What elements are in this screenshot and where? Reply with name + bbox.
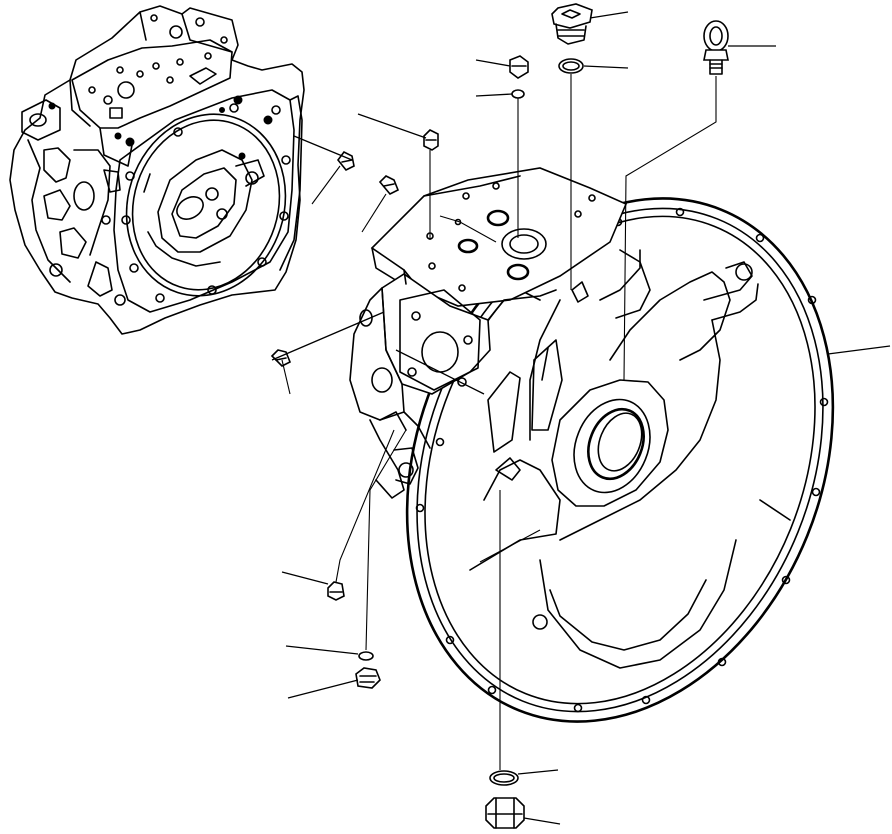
hex-plug-lower [355,667,381,689]
eye-bolt [703,20,729,75]
plug-lower-left [327,581,345,601]
o-ring-bottom [489,770,519,786]
hex-plug-bottom [485,797,525,829]
plug-top-small [509,55,529,79]
flywheel-housing [405,197,835,723]
plug-side-left [270,349,292,367]
square-drive-plug [551,3,593,45]
leader-lines [271,11,891,825]
washer-top-small [511,89,525,99]
o-ring-upper [558,58,584,74]
assembly-center-lines [281,74,717,770]
washer-lower [358,651,374,661]
plug-mid-left-pair [378,175,400,195]
pump-housing [349,167,628,499]
pump-assembly-reference [9,5,305,335]
plug-upper-left [423,129,439,151]
